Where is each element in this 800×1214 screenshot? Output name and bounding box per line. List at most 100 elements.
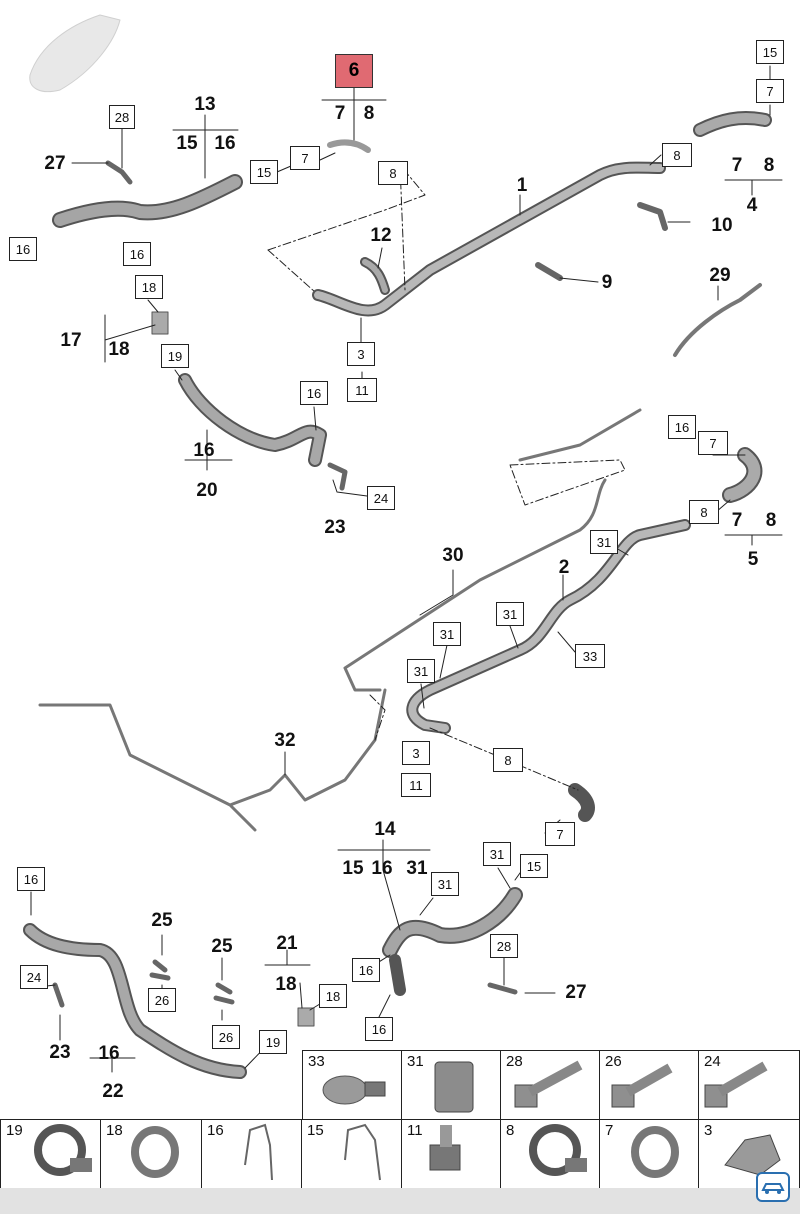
table-cell-11[interactable]: 11 [401, 1119, 501, 1189]
callout-16-14-a[interactable]: 16 [352, 958, 380, 982]
callout-16-22[interactable]: 16 [17, 867, 45, 891]
hose-clamp-b-thumbnail-icon [529, 1124, 587, 1176]
callout-16-20[interactable]: 16 [300, 381, 328, 405]
callout-11-upper[interactable]: 11 [347, 378, 377, 402]
callout-11-lower[interactable]: 11 [401, 773, 431, 797]
table-cell-24[interactable]: 24 [698, 1050, 800, 1120]
callout-7-6[interactable]: 7 [290, 146, 320, 170]
spring-clip-b-thumbnail-icon [344, 1123, 381, 1181]
table-cell-8[interactable]: 8 [500, 1119, 600, 1189]
part-number-4-7[interactable]: 7 [731, 155, 743, 176]
part-number-21-18[interactable]: 18 [275, 974, 297, 995]
callout-31-a[interactable]: 31 [590, 530, 618, 554]
part-number-5[interactable]: 5 [747, 549, 759, 570]
table-cell-33[interactable]: 33 [302, 1050, 402, 1120]
part-number-14[interactable]: 14 [374, 819, 396, 840]
callout-31-f[interactable]: 31 [431, 872, 459, 896]
callout-8-14[interactable]: 8 [493, 748, 523, 772]
table-cell-7[interactable]: 7 [599, 1119, 699, 1189]
part-number-23-upper[interactable]: 23 [324, 517, 346, 538]
callout-26-right[interactable]: 26 [212, 1025, 240, 1049]
part-number-13-16[interactable]: 16 [214, 133, 236, 154]
part-number-6-7[interactable]: 7 [334, 103, 346, 124]
o-ring-thumbnail-icon [131, 1126, 179, 1178]
callout-16-13[interactable]: 16 [123, 242, 151, 266]
part-number-20[interactable]: 20 [196, 480, 218, 501]
table-cell-18[interactable]: 18 [100, 1119, 202, 1189]
part-number-17[interactable]: 17 [60, 330, 82, 351]
callout-31-b[interactable]: 31 [496, 602, 524, 626]
part-number-22-16[interactable]: 16 [98, 1043, 120, 1064]
part-number-17-18[interactable]: 18 [108, 339, 130, 360]
callout-19-20[interactable]: 19 [161, 344, 189, 368]
callout-15-14[interactable]: 15 [520, 854, 548, 878]
part-number-30[interactable]: 30 [442, 545, 464, 566]
part-number-27-upper[interactable]: 27 [44, 153, 66, 174]
part-number-14-16[interactable]: 16 [371, 858, 393, 879]
part-number-5-7[interactable]: 7 [731, 510, 743, 531]
table-cell-26[interactable]: 26 [599, 1050, 699, 1120]
part-number-14-31[interactable]: 31 [406, 858, 428, 879]
part-number-13[interactable]: 13 [194, 94, 216, 115]
callout-24-upper[interactable]: 24 [367, 486, 395, 510]
spring-clip-thumbnail-icon [244, 1123, 273, 1181]
callout-3-upper[interactable]: 3 [347, 342, 375, 366]
callout-16-5[interactable]: 16 [668, 415, 696, 439]
part-number-12[interactable]: 12 [370, 225, 392, 246]
sensor-thumbnail-icon [322, 1075, 386, 1105]
callout-31-c[interactable]: 31 [433, 622, 461, 646]
part-number-29[interactable]: 29 [709, 265, 731, 286]
o-ring-b-thumbnail-icon [631, 1126, 679, 1178]
table-cell-28[interactable]: 28 [500, 1050, 600, 1120]
nut-thumbnail-icon [429, 1125, 461, 1171]
callout-16-left[interactable]: 16 [9, 237, 37, 261]
part-number-2[interactable]: 2 [558, 557, 570, 578]
table-cell-15[interactable]: 15 [301, 1119, 402, 1189]
callout-33[interactable]: 33 [575, 644, 605, 668]
callout-7-4[interactable]: 7 [756, 79, 784, 103]
part-number-4[interactable]: 4 [746, 195, 758, 216]
callout-18-17[interactable]: 18 [135, 275, 163, 299]
callout-31-d[interactable]: 31 [407, 659, 435, 683]
callout-7-5[interactable]: 7 [698, 431, 728, 455]
part-number-5-8[interactable]: 8 [765, 510, 777, 531]
callout-15-4[interactable]: 15 [756, 40, 784, 64]
callout-7-14[interactable]: 7 [545, 822, 575, 846]
part-number-10[interactable]: 10 [711, 215, 733, 236]
part-number-27-lower[interactable]: 27 [565, 982, 587, 1003]
bracket-9 [535, 262, 563, 281]
callout-28-upper[interactable]: 28 [109, 105, 135, 129]
clip-25a [149, 959, 171, 981]
callout-19-22[interactable]: 19 [259, 1030, 287, 1054]
part-number-6-8[interactable]: 8 [363, 103, 375, 124]
part-number-9[interactable]: 9 [601, 272, 613, 293]
callout-26-left[interactable]: 26 [148, 988, 176, 1012]
part-number-13-15[interactable]: 15 [176, 133, 198, 154]
part-number-21[interactable]: 21 [276, 933, 298, 954]
callout-8-2[interactable]: 8 [689, 500, 719, 524]
part-number-20-16[interactable]: 16 [193, 440, 215, 461]
highlighted-part-6[interactable]: 6 [335, 54, 373, 88]
callout-8-1[interactable]: 8 [662, 143, 692, 167]
part-number-4-8[interactable]: 8 [763, 155, 775, 176]
table-cell-19[interactable]: 19 [0, 1119, 101, 1189]
part-number-14-15[interactable]: 15 [342, 858, 364, 879]
callout-3-lower[interactable]: 3 [402, 741, 430, 765]
part-number-32[interactable]: 32 [274, 730, 296, 751]
callout-31-e[interactable]: 31 [483, 842, 511, 866]
part-number-1[interactable]: 1 [516, 175, 528, 196]
callout-15-13[interactable]: 15 [250, 160, 278, 184]
callout-24-lower[interactable]: 24 [20, 965, 48, 989]
callout-16-14-b[interactable]: 16 [365, 1017, 393, 1041]
table-cell-31[interactable]: 31 [401, 1050, 501, 1120]
part-number-22[interactable]: 22 [102, 1081, 124, 1102]
part-number-23-lower[interactable]: 23 [49, 1042, 71, 1063]
part-number-25-left[interactable]: 25 [151, 910, 173, 931]
table-cell-16[interactable]: 16 [201, 1119, 302, 1189]
car-logo-icon[interactable] [756, 1172, 790, 1202]
callout-28-lower[interactable]: 28 [490, 934, 518, 958]
part-number-25-right[interactable]: 25 [211, 936, 233, 957]
callout-8-6[interactable]: 8 [378, 161, 408, 185]
callout-18-21[interactable]: 18 [319, 984, 347, 1008]
